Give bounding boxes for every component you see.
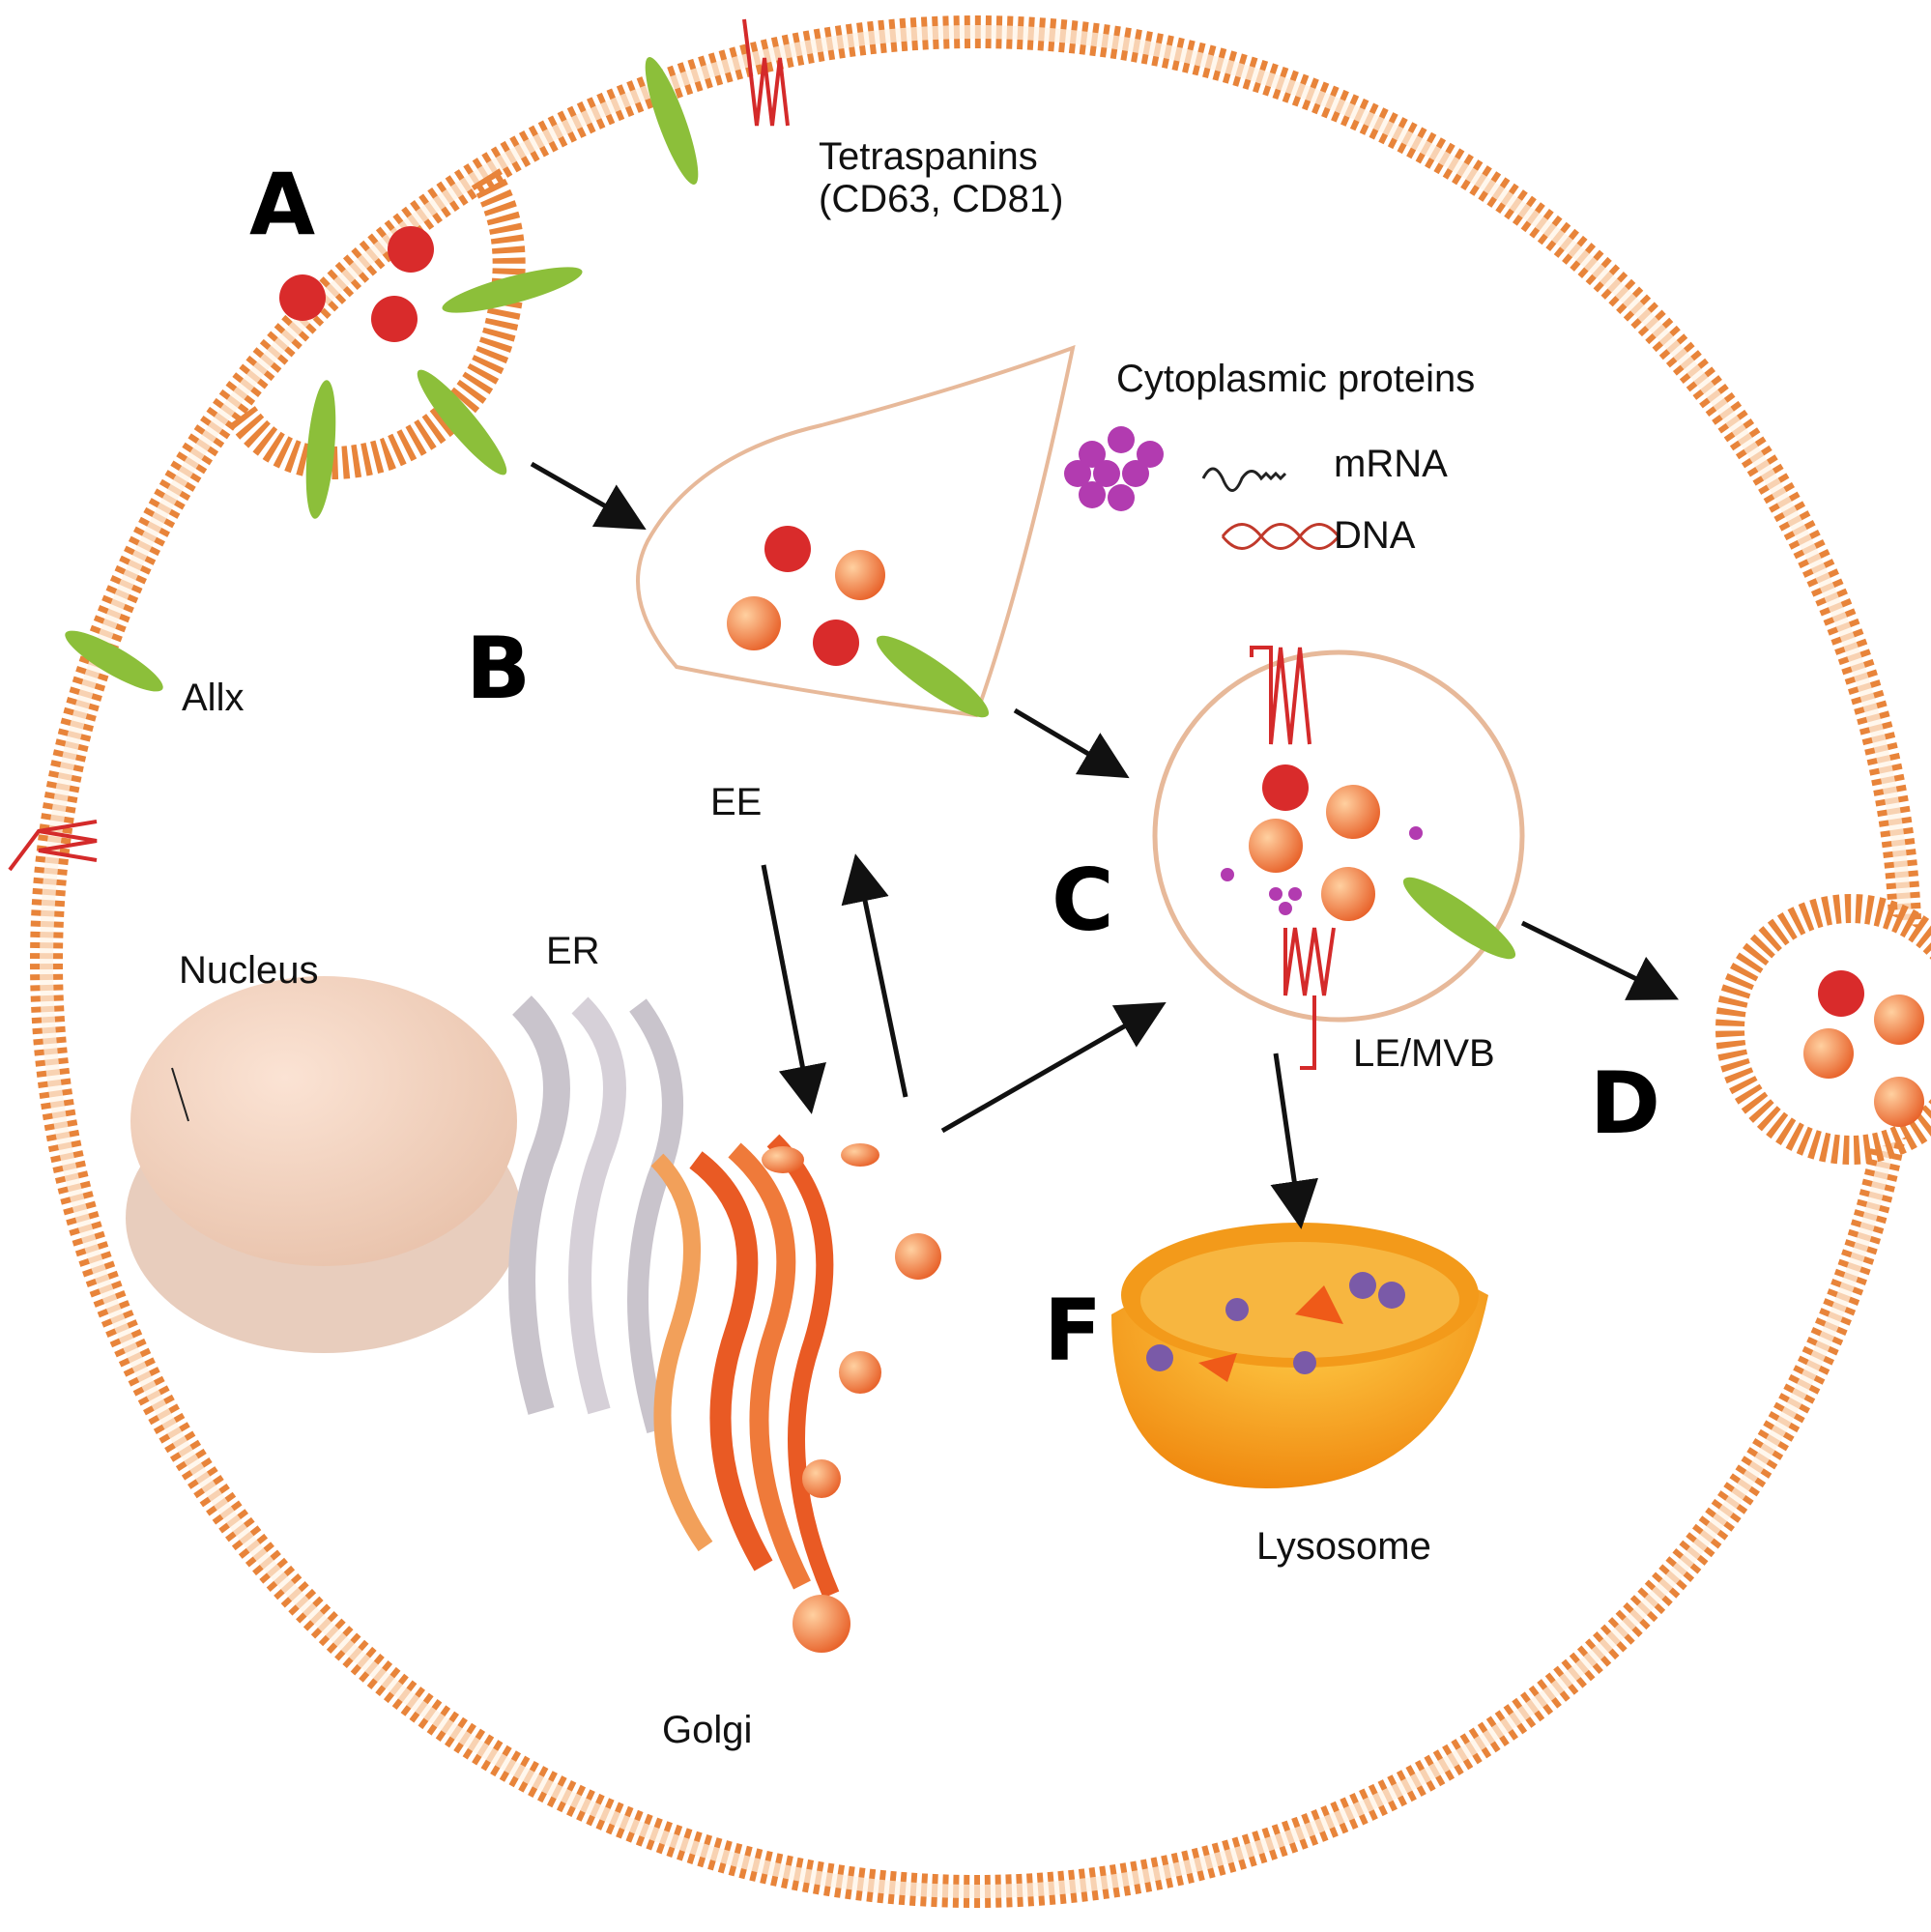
cargo-dot [371, 296, 418, 342]
mrna-label: mRNA [1334, 443, 1448, 485]
dna-icon [1221, 523, 1340, 550]
plasma-membrane [30, 15, 1922, 1908]
step-label-d: D [1590, 1053, 1661, 1153]
arrow-mvb-to-lysosome [1270, 1053, 1318, 1229]
cytoplasmic-proteins-label: Cytoplasmic proteins [1116, 358, 1476, 400]
alix-label: Allx [182, 677, 245, 719]
nucleus-label: Nucleus [179, 949, 319, 992]
ee-label: EE [710, 781, 763, 823]
late-endosome-mvb [1152, 646, 1525, 1070]
step-label-f: F [1044, 1281, 1103, 1380]
endocytic-invagination [228, 164, 526, 479]
exosome-release-bud [1715, 894, 1931, 1165]
cargo-dot [388, 226, 434, 273]
arrow-golgi-to-ee [841, 853, 908, 1098]
tetraspanins-label: Tetraspanins (CD63, CD81) [819, 135, 1063, 220]
golgi-vesicles [762, 1143, 941, 1653]
pathway-arrows [530, 461, 1679, 1229]
protein-rod [65, 630, 163, 692]
golgi-label: Golgi [662, 1709, 753, 1751]
arrow-golgi-to-mvb [940, 1002, 1167, 1134]
dna-label: DNA [1334, 514, 1416, 557]
step-label-a: A [249, 155, 316, 254]
step-label-c: C [1052, 851, 1114, 950]
protein-rod [442, 267, 583, 313]
mrna-icon [1201, 467, 1287, 492]
arrow-a-to-b [530, 461, 647, 530]
er-label: ER [546, 930, 600, 972]
lysosome-label: Lysosome [1256, 1525, 1431, 1568]
protein-rod [417, 369, 507, 476]
cargo-dot [279, 274, 326, 321]
arrow-b-to-c [1013, 707, 1130, 779]
membrane-proteins [65, 57, 699, 692]
protein-rod [645, 57, 699, 185]
early-endosome [636, 344, 1076, 718]
protein-rod [305, 380, 336, 519]
cytoplasmic-proteins-icon [1064, 426, 1164, 511]
le-mvb-label: LE/MVB [1353, 1032, 1495, 1075]
lysosome [1111, 1223, 1488, 1488]
tetraspanins-title: Tetraspanins [819, 135, 1038, 178]
tetraspanins-examples: (CD63, CD81) [819, 178, 1064, 220]
arrow-ee-to-golgi [761, 864, 826, 1114]
er-golgi-complex [508, 995, 840, 1599]
step-label-b: B [466, 619, 532, 718]
tetraspanin-icons [8, 18, 790, 872]
arrow-c-to-d [1520, 920, 1679, 1000]
nucleus [126, 976, 522, 1353]
